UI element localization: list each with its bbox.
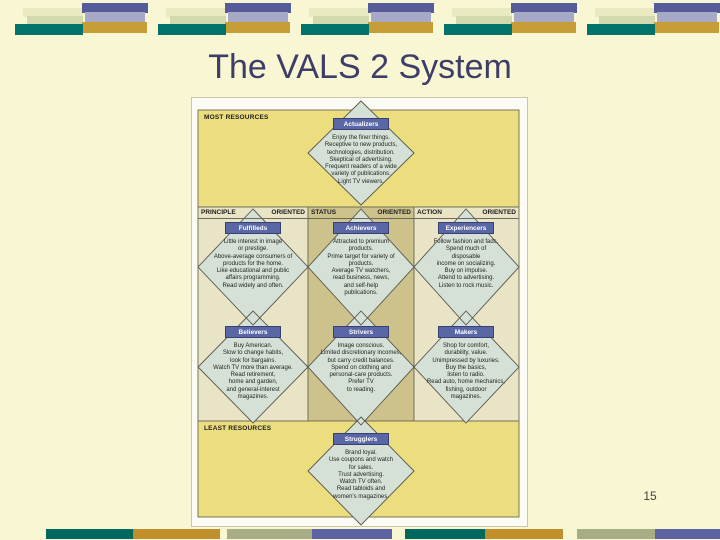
deco-lavender-bar	[657, 12, 718, 23]
deco-purple-bar	[510, 3, 577, 13]
strip-gold-bar	[133, 529, 220, 539]
strip-purple-bar	[655, 529, 720, 539]
deco-sage-bar	[26, 16, 83, 25]
page-number: 15	[643, 489, 657, 503]
deco-pale-bar	[451, 8, 512, 17]
most-resources-label: MOST RESOURCES	[204, 114, 269, 121]
decorative-bar-group	[301, 3, 434, 35]
strip-teal-bar	[46, 529, 133, 539]
believers-banner: Believers	[225, 326, 281, 338]
achievers-banner: Achievers	[333, 222, 389, 234]
makers-banner: Makers	[438, 326, 494, 338]
deco-gold-bar	[224, 22, 290, 33]
header-right-label: ORIENTED	[271, 209, 305, 216]
bottom-decoration	[0, 529, 720, 540]
status-oriented-header: STATUS ORIENTED	[308, 207, 414, 219]
strip-sage-bar	[227, 529, 312, 539]
strip-purple-bar	[312, 529, 392, 539]
strugglers-description: Brand loyal. Use coupons and watch for s…	[328, 450, 394, 500]
deco-lavender-bar	[514, 12, 575, 23]
deco-pale-bar	[594, 8, 655, 17]
header-right-label: ORIENTED	[377, 209, 411, 216]
believers-description: Buy American. Slow to change habits, loo…	[213, 343, 293, 401]
strip-teal-bar	[405, 529, 485, 539]
deco-gold-bar	[653, 22, 719, 33]
experiencers-description: Follow fashion and fads. Spend much of d…	[433, 239, 499, 289]
actualizers-description: Enjoy the finer things. Receptive to new…	[324, 135, 398, 185]
decorative-bar-group	[158, 3, 291, 35]
slide-title: The VALS 2 System	[208, 48, 512, 86]
deco-pale-bar	[22, 8, 83, 17]
deco-lavender-bar	[85, 12, 146, 23]
fulfilleds-banner: Fulfilleds	[225, 222, 281, 234]
action-oriented-header: ACTION ORIENTED	[414, 207, 519, 219]
achievers-description: Attracted to premium products. Prime tar…	[327, 239, 395, 297]
deco-sage-bar	[598, 16, 655, 25]
deco-lavender-bar	[371, 12, 432, 23]
deco-purple-bar	[224, 3, 291, 13]
deco-lavender-bar	[228, 12, 289, 23]
diamond-outlines	[197, 100, 520, 526]
decorative-bar-group	[444, 3, 577, 35]
deco-gold-bar	[81, 22, 147, 33]
deco-teal-bar	[301, 24, 369, 35]
deco-pale-bar	[308, 8, 369, 17]
deco-sage-bar	[169, 16, 226, 25]
header-right-label: ORIENTED	[482, 209, 516, 216]
makers-description: Shop for comfort, durability, value. Uni…	[426, 343, 506, 401]
strugglers-banner: Strugglers	[333, 433, 389, 445]
header-left-label: PRINCIPLE	[201, 209, 236, 216]
deco-teal-bar	[444, 24, 512, 35]
decorative-bar-group	[15, 3, 148, 35]
deco-teal-bar	[15, 24, 83, 35]
deco-purple-bar	[653, 3, 720, 13]
deco-gold-bar	[510, 22, 576, 33]
experiencers-banner: Experiencers	[438, 222, 494, 234]
strip-sage-bar	[577, 529, 655, 539]
actualizers-banner: Actualizers	[333, 118, 389, 130]
deco-sage-bar	[455, 16, 512, 25]
strivers-description: Image conscious. Limited discretionary i…	[320, 343, 402, 393]
deco-teal-bar	[587, 24, 655, 35]
deco-gold-bar	[367, 22, 433, 33]
deco-pale-bar	[165, 8, 226, 17]
header-left-label: STATUS	[311, 209, 337, 216]
strip-gold-bar	[485, 529, 563, 539]
deco-teal-bar	[158, 24, 226, 35]
strivers-banner: Strivers	[333, 326, 389, 338]
deco-purple-bar	[367, 3, 434, 13]
top-decoration	[0, 0, 720, 36]
deco-purple-bar	[81, 3, 148, 13]
deco-sage-bar	[312, 16, 369, 25]
least-resources-label: LEAST RESOURCES	[204, 425, 272, 432]
header-left-label: ACTION	[417, 209, 442, 216]
vals-diagram-panel: MOST RESOURCES LEAST RESOURCES PRINCIPLE…	[191, 97, 528, 527]
fulfilleds-description: Little interest in image or prestige. Ab…	[213, 239, 293, 289]
principle-oriented-header: PRINCIPLE ORIENTED	[198, 207, 308, 219]
decorative-bar-group	[587, 3, 720, 35]
